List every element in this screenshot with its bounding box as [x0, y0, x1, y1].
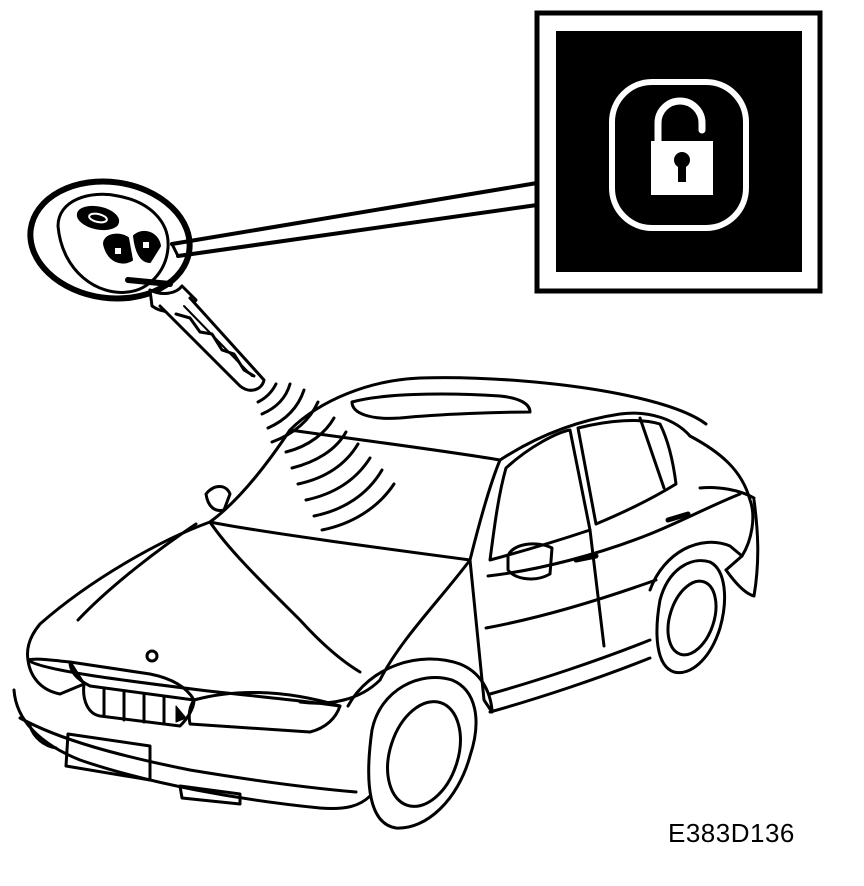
lock-button-glyph [88, 212, 108, 224]
left-mirror [204, 485, 232, 512]
door-frame-top [498, 411, 692, 462]
front-wheel-rim [386, 700, 462, 808]
unlock-padlock-icon [609, 79, 749, 231]
keyhole-slot [678, 160, 686, 182]
hood-badge [145, 649, 159, 663]
rear-wheel-tire [655, 559, 727, 675]
hood-crease [208, 520, 362, 674]
belt-line [486, 492, 742, 578]
unlock-callout [534, 10, 823, 294]
right-mirror [506, 542, 554, 581]
fob-brand-band [125, 277, 173, 287]
rear-bumper [724, 498, 760, 598]
left-headlight [26, 657, 86, 696]
hood-right-edge [298, 558, 472, 705]
grille-lower [82, 682, 196, 728]
front-door-window [488, 428, 592, 562]
windshield [208, 428, 502, 562]
roof-line [288, 376, 708, 432]
car [12, 376, 760, 830]
radio-signal-waves [256, 382, 396, 532]
rear-wheel-arch [648, 540, 744, 592]
fob-highlight-circle [27, 178, 193, 302]
hood-front-edge [26, 658, 342, 708]
icon-rounded-border [609, 79, 749, 231]
rear-quarter [688, 434, 755, 572]
front-door-leading-edge [468, 558, 494, 714]
callout-pointer [170, 181, 539, 258]
sunroof [350, 392, 532, 420]
right-headlight [187, 690, 342, 734]
hood-left-edge [26, 520, 212, 662]
key-blade [158, 296, 266, 392]
side-crease [484, 578, 658, 630]
sill-line [488, 638, 652, 696]
license-plate [64, 732, 152, 782]
door-seam [588, 528, 606, 648]
rear-door-window [576, 419, 678, 526]
front-bumper [12, 688, 372, 810]
open-shackle [654, 97, 706, 146]
key-fob [27, 178, 266, 392]
figure-code-label: E383D136 [668, 818, 795, 848]
rear-wheel-rim [666, 579, 718, 657]
front-wheel-tire [367, 675, 478, 830]
rear-window-divider [638, 416, 666, 490]
front-wheel-arch [346, 657, 494, 712]
fob-lock-button [76, 205, 120, 231]
